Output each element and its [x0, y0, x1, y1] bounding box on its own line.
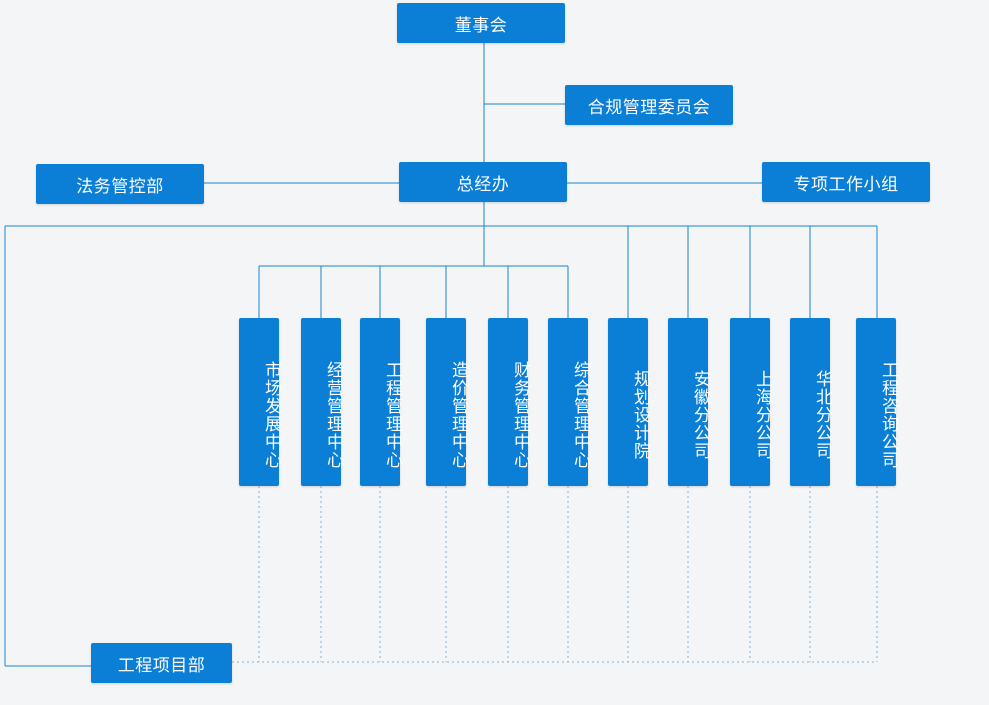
dept-label-2: 工程管理中心 [382, 361, 402, 469]
dept-box-1: 经营管理中心 [301, 318, 343, 486]
dept-label-6: 规划设计院 [630, 370, 650, 460]
compliance-box: 合规管理委员会 [565, 85, 733, 125]
board-box: 董事会 [397, 3, 565, 43]
dept-label-9: 华北分公司 [812, 370, 832, 460]
dept-label-4: 财务管理中心 [510, 361, 530, 469]
dept-label-3: 造价管理中心 [448, 361, 468, 469]
dept-label-7: 安徽分公司 [690, 370, 710, 460]
special-team-box: 专项工作小组 [762, 162, 930, 202]
dept-box-0: 市场发展中心 [239, 318, 281, 486]
dept-box-7: 安徽分公司 [668, 318, 710, 486]
legal-label: 法务管控部 [76, 176, 164, 197]
legal-box: 法务管控部 [36, 164, 204, 204]
dept-box-2: 工程管理中心 [360, 318, 402, 486]
project-dept-box: 工程项目部 [91, 643, 232, 683]
compliance-label: 合规管理委员会 [587, 97, 711, 118]
dept-label-10: 工程咨询公司 [878, 361, 898, 469]
dept-box-10: 工程咨询公司 [856, 318, 898, 486]
dept-label-8: 上海分公司 [752, 370, 772, 460]
special-team-label: 专项工作小组 [793, 174, 899, 195]
dept-label-0: 市场发展中心 [261, 361, 281, 469]
dept-box-9: 华北分公司 [790, 318, 832, 486]
dept-box-5: 综合管理中心 [548, 318, 590, 486]
dept-label-5: 综合管理中心 [570, 361, 590, 469]
dept-box-6: 规划设计院 [608, 318, 650, 486]
dept-box-4: 财务管理中心 [488, 318, 530, 486]
board-label: 董事会 [454, 15, 508, 36]
project-dept-label: 工程项目部 [117, 655, 206, 676]
dept-box-3: 造价管理中心 [426, 318, 468, 486]
dept-box-8: 上海分公司 [730, 318, 772, 486]
gm-office-box: 总经办 [399, 162, 567, 202]
dept-label-1: 经营管理中心 [323, 361, 343, 469]
gm-office-label: 总经办 [456, 174, 510, 195]
